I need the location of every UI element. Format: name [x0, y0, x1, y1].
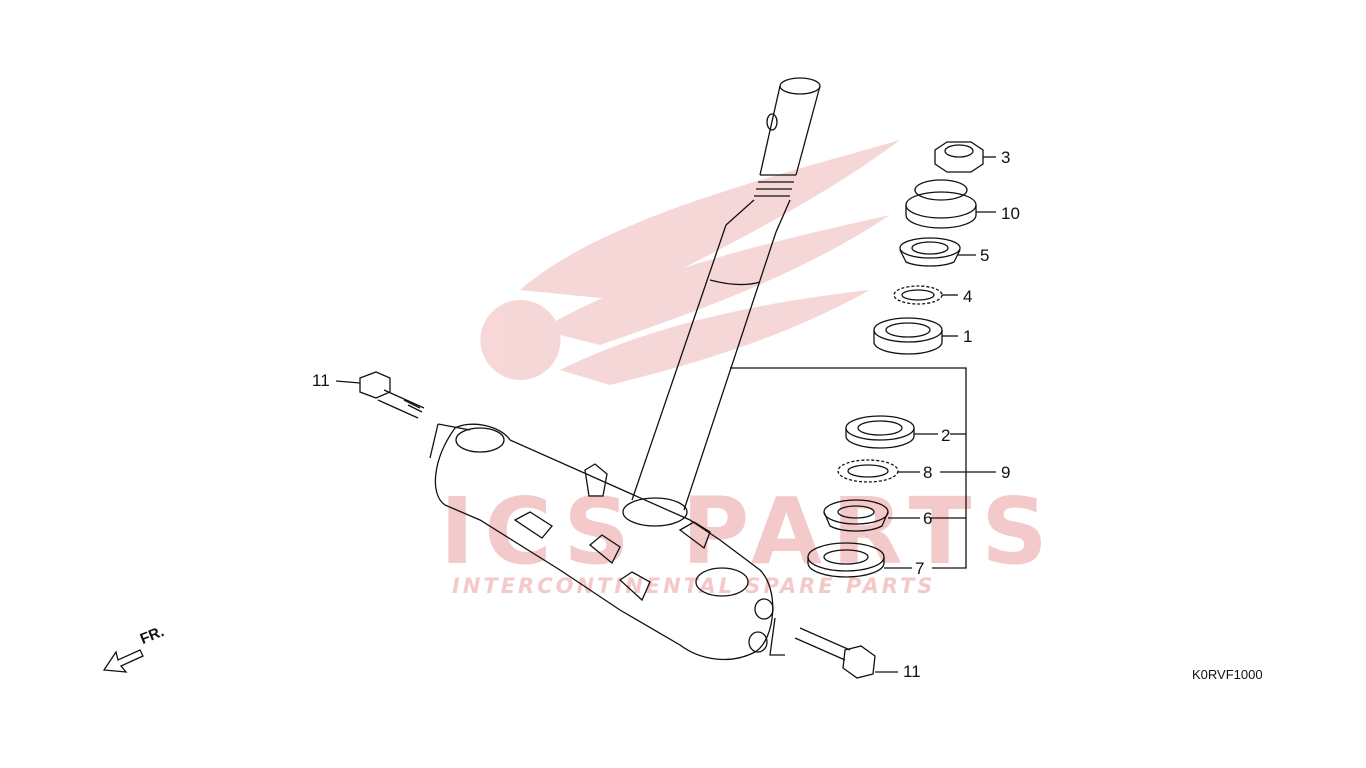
- top-cone-race-1: [873, 317, 958, 355]
- callout-2: 2: [941, 426, 951, 445]
- bolt-right: [794, 627, 898, 679]
- bottom-cone-race-6: [823, 499, 920, 532]
- callout-7: 7: [915, 559, 925, 578]
- callout-11-right: 11: [903, 662, 921, 681]
- callout-1: 1: [963, 327, 973, 346]
- callout-9: 9: [1001, 463, 1011, 482]
- steel-ball-bearing-4: [893, 285, 958, 305]
- bolt-left: [335, 371, 425, 419]
- callout-5: 5: [980, 246, 990, 265]
- watermark-brand: ICS PARTS: [440, 478, 1058, 585]
- adjusting-nut-10: [905, 179, 996, 229]
- locknut-3: [934, 141, 996, 173]
- diagram-code: K0RVF1000: [1192, 667, 1263, 682]
- dust-seal-7: [807, 542, 912, 578]
- callout-11-left: 11: [312, 371, 330, 390]
- callout-8: 8: [923, 463, 933, 482]
- lower-triple-clamp: [434, 423, 774, 661]
- steel-ball-bearing-8: [837, 459, 920, 483]
- front-direction-arrow-icon: [102, 649, 144, 673]
- callout-10: 10: [1001, 204, 1020, 223]
- watermark-tagline: INTERCONTINENTAL SPARE PARTS: [452, 574, 936, 598]
- dust-seal-5: [899, 237, 976, 267]
- callout-3: 3: [1001, 148, 1011, 167]
- ball-race-2: [845, 415, 938, 449]
- callout-4: 4: [963, 287, 973, 306]
- steering-stem-shaft: [631, 77, 821, 511]
- callout-6: 6: [923, 509, 933, 528]
